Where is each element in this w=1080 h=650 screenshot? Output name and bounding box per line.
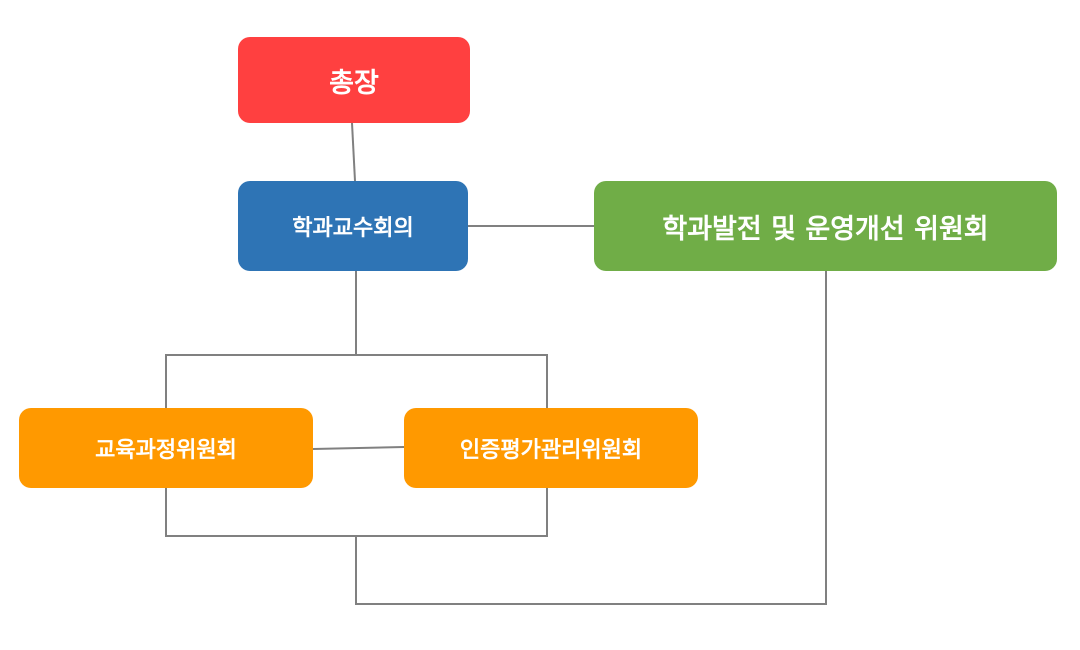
certification-committee-label: 인증평가관리위원회 <box>459 438 643 463</box>
curriculum-committee-node: 교육과정위원회 <box>19 408 313 488</box>
president-node: 총장 <box>238 37 470 123</box>
faculty-meeting-label: 학과교수회의 <box>292 216 414 241</box>
certification-committee-node: 인증평가관리위원회 <box>404 408 698 488</box>
connector-curriculum-certification <box>312 446 405 450</box>
president-label: 총장 <box>329 67 379 99</box>
faculty-meeting-node: 학과교수회의 <box>238 181 468 271</box>
development-committee-node: 학과발전 및 운영개선 위원회 <box>594 181 1057 271</box>
development-committee-label: 학과발전 및 운영개선 위원회 <box>662 213 989 245</box>
connector-president-faculty <box>351 122 356 182</box>
curriculum-committee-label: 교육과정위원회 <box>95 438 237 463</box>
connector-development-bracket <box>355 271 827 605</box>
